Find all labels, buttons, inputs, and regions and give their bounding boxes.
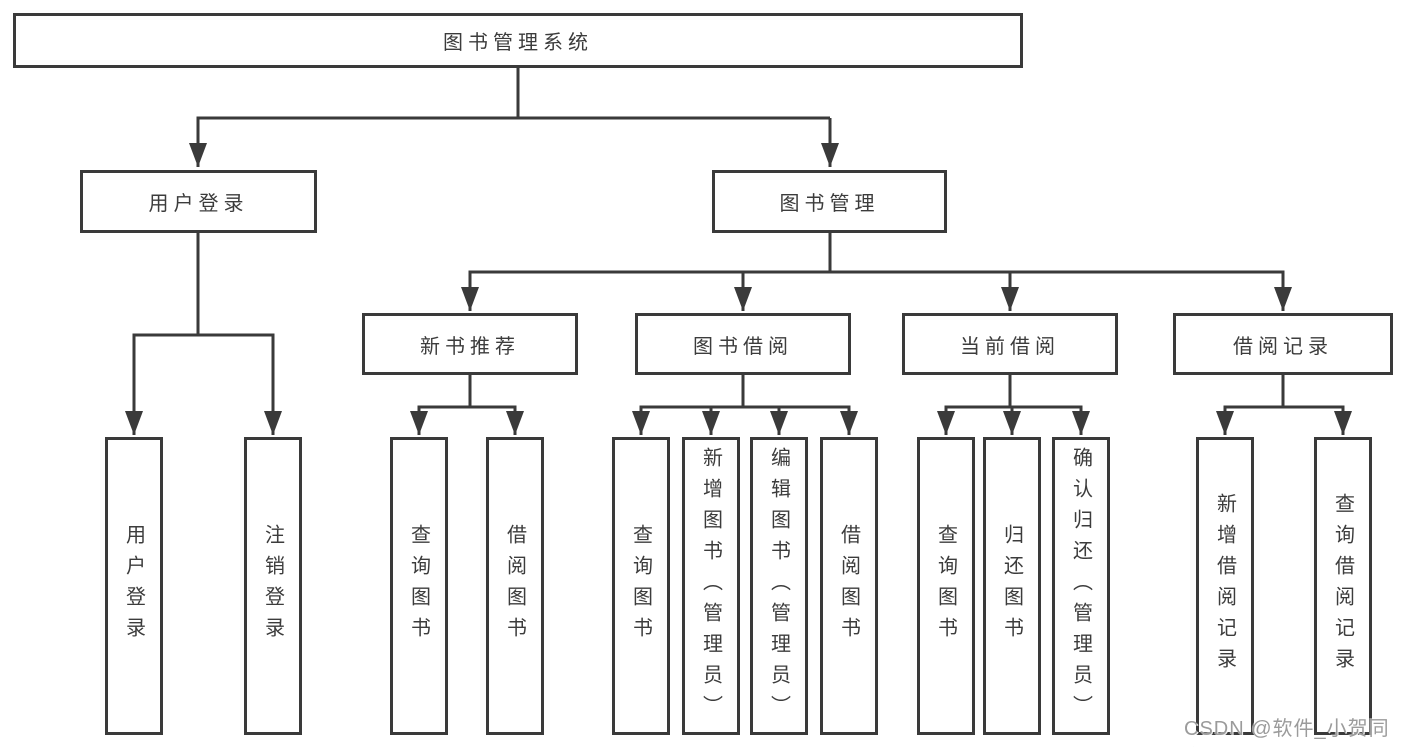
node-leaf-borrow-books-recommend: 借阅图书 xyxy=(486,437,544,735)
node-user-login: 用户登录 xyxy=(80,170,317,233)
node-current-borrowing: 当前借阅 xyxy=(902,313,1118,375)
node-book-borrowing: 图书借阅 xyxy=(635,313,851,375)
node-leaf-query-borrow-record: 查询借阅记录 xyxy=(1314,437,1372,735)
node-leaf-logout: 注销登录 xyxy=(244,437,302,735)
arrowheads xyxy=(125,118,1352,435)
node-leaf-return-books: 归还图书 xyxy=(983,437,1041,735)
node-leaf-borrow-books: 借阅图书 xyxy=(820,437,878,735)
node-borrowing-records: 借阅记录 xyxy=(1173,313,1393,375)
node-leaf-user-login: 用户登录 xyxy=(105,437,163,735)
node-root: 图书管理系统 xyxy=(13,13,1023,68)
watermark: CSDN @软件_小贺同学 xyxy=(1184,718,1390,740)
node-leaf-query-books-borrowing: 查询图书 xyxy=(612,437,670,735)
node-leaf-query-books-current: 查询图书 xyxy=(917,437,975,735)
node-leaf-edit-books-admin: 编辑图书（管理员） xyxy=(750,437,808,735)
node-leaf-add-books-admin: 新增图书（管理员） xyxy=(682,437,740,735)
node-book-management: 图书管理 xyxy=(712,170,947,233)
node-leaf-confirm-return-admin: 确认归还（管理员） xyxy=(1052,437,1110,735)
node-leaf-query-books-recommend: 查询图书 xyxy=(390,437,448,735)
node-new-book-recommend: 新书推荐 xyxy=(362,313,578,375)
node-leaf-add-borrow-record: 新增借阅记录 xyxy=(1196,437,1254,735)
connector-lines xyxy=(132,68,1345,409)
